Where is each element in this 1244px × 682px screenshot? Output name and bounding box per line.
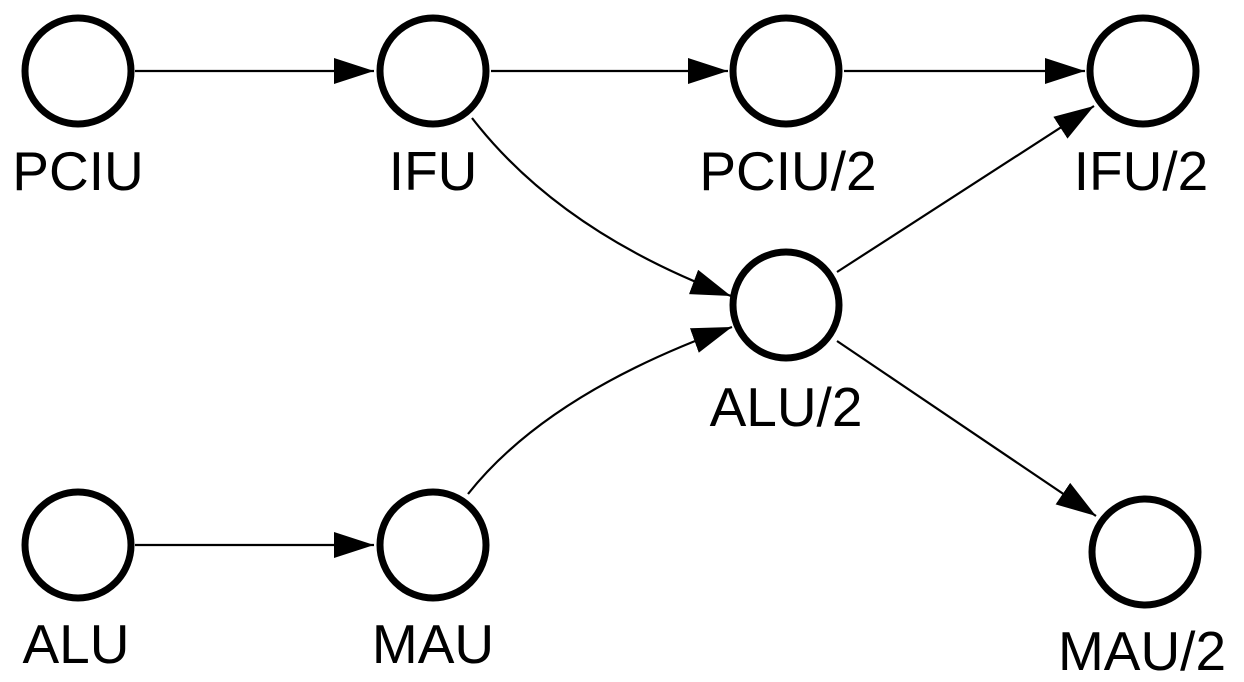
node-mau2: MAU/2 [1058,495,1226,682]
node-label: PCIU [12,140,143,202]
node-label: MAU/2 [1058,620,1226,682]
node-circle [376,14,490,128]
edge-alu2-to-mau2 [836,340,1097,517]
node-label: IFU/2 [1074,140,1208,202]
node-circle [376,488,490,602]
node-circle [1088,495,1202,609]
node-pciu: PCIU [12,14,144,202]
node-circle [21,488,135,602]
node-ifu2: IFU/2 [1074,14,1208,202]
node-circle [729,248,843,362]
edge-mau-to-alu2 [467,325,733,495]
node-label: PCIU/2 [699,140,876,202]
node-circle [1086,14,1200,128]
node-label: MAU [372,613,494,675]
edge-alu2-to-ifu2 [836,105,1095,273]
node-circle [21,14,135,128]
node-alu: ALU [21,488,135,675]
node-mau: MAU [372,488,494,675]
node-label: ALU/2 [710,376,863,438]
node-pciu2: PCIU/2 [699,14,877,202]
edge-ifu-to-alu2 [471,117,732,298]
node-alu2: ALU/2 [710,248,863,438]
node-circle [729,14,843,128]
node-ifu: IFU [376,14,490,202]
node-label: ALU [23,613,130,675]
edges [135,58,1097,558]
node-label: IFU [389,140,478,202]
